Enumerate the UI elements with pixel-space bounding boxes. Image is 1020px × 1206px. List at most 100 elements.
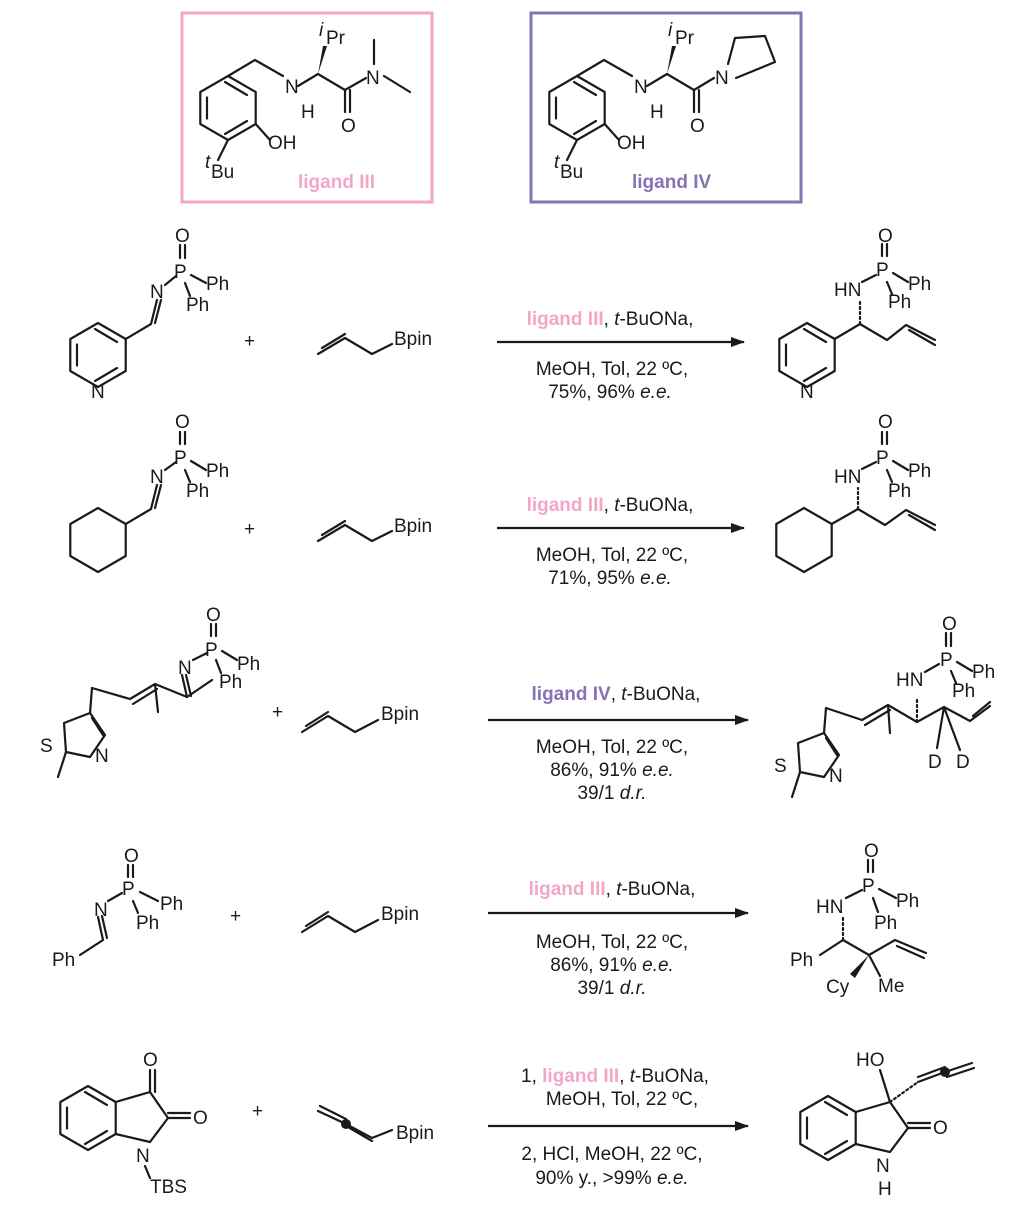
atom-OH: OH <box>268 133 297 154</box>
atom-N: N <box>150 467 164 488</box>
reagent-allyl-bpin: Bpin <box>316 329 432 356</box>
product-5: O N H HO <box>799 1050 976 1200</box>
atom-N: N <box>876 1156 890 1177</box>
atom-Ph-2: Ph <box>186 295 209 316</box>
reaction-3: S N N P O Ph Ph + Bpin ligand IV, t-BuON… <box>40 605 995 804</box>
reactant-4-imine: Ph N P O Ph Ph <box>52 846 183 971</box>
reagent-allyl-bpin: Bpin <box>316 516 432 543</box>
atom-O: O <box>143 1050 158 1071</box>
conditions-step1: 1, ligand III, t-BuONa, <box>521 1066 709 1087</box>
conditions-yield: 90% y., >99% e.e. <box>535 1168 688 1189</box>
atom-N: N <box>150 282 164 303</box>
atom-HN: HN <box>834 280 861 301</box>
reactant-3-thiazole-imine: S N N P O Ph Ph <box>40 605 260 779</box>
atom-O: O <box>341 116 356 137</box>
atom-Ph: Ph <box>237 654 260 675</box>
atom-N: N <box>94 900 108 921</box>
atom-O: O <box>206 605 221 626</box>
conditions-solvent: MeOH, Tol, 22 ºC, <box>546 1089 698 1110</box>
atom-HN: HN <box>816 897 843 918</box>
atom-Ph-3: Ph <box>874 913 897 934</box>
allene-center-dot <box>341 1119 351 1129</box>
product-3: S N D D HN P O Ph Ph <box>774 614 995 799</box>
atom-P: P <box>174 448 187 469</box>
atom-O: O <box>690 116 705 137</box>
atom-OH: OH <box>617 133 646 154</box>
reaction-4: Ph N P O Ph Ph + Bpin ligand III, t-BuON… <box>52 841 928 999</box>
atom-H: H <box>878 1179 892 1200</box>
atom-Ph: Ph <box>52 950 75 971</box>
atom-tBu: Bu <box>211 162 234 183</box>
plus-sign: + <box>244 519 255 540</box>
atom-TBS: TBS <box>150 1177 187 1198</box>
atom-O-2: O <box>193 1108 208 1129</box>
conditions-solvent: MeOH, Tol, 22 ºC, <box>536 932 688 953</box>
conditions-top: ligand III, t-BuONa, <box>529 879 696 900</box>
atom-HO: HO <box>856 1050 885 1071</box>
atom-Bpin: Bpin <box>394 329 432 350</box>
atom-tBu-prefix: t <box>554 152 560 173</box>
atom-Ph-2: Ph <box>186 481 209 502</box>
reactant-1-imine: N N P O Ph Ph <box>69 226 229 403</box>
ligand-iii-structure: N H i Pr O N OH t Bu <box>199 20 412 183</box>
atom-Ph: Ph <box>972 662 995 683</box>
ligand-iii-frame <box>180 11 434 204</box>
atom-S: S <box>774 756 787 777</box>
atom-O: O <box>933 1118 948 1139</box>
atom-N: N <box>95 746 109 767</box>
plus-sign: + <box>244 331 255 352</box>
atom-Ph: Ph <box>908 274 931 295</box>
atom-Ph-2: Ph <box>952 681 975 702</box>
conditions-solvent: MeOH, Tol, 22 ºC, <box>536 359 688 380</box>
atom-HN: HN <box>896 670 923 691</box>
atom-P: P <box>122 879 135 900</box>
plus-sign: + <box>252 1101 263 1122</box>
atom-Ph-2: Ph <box>888 292 911 313</box>
atom-H: H <box>301 102 315 123</box>
atom-Ph: Ph <box>790 950 813 971</box>
atom-Bpin: Bpin <box>396 1123 434 1144</box>
reactant-5-isatin: O O N TBS <box>59 1050 208 1198</box>
reagent-allenyl-bpin: Bpin <box>316 1104 434 1144</box>
conditions-yield: 75%, 96% e.e. <box>548 382 672 403</box>
atom-O: O <box>864 841 879 862</box>
atom-P: P <box>205 640 218 661</box>
atom-Me: Me <box>878 976 904 997</box>
atom-Cy: Cy <box>826 977 850 998</box>
atom-N-pyridine: N <box>91 382 105 403</box>
conditions-step2: 2, HCl, MeOH, 22 ºC, <box>521 1144 702 1165</box>
atom-Ph-2: Ph <box>219 672 242 693</box>
atom-O: O <box>175 226 190 247</box>
plus-sign: + <box>230 906 241 927</box>
atom-O: O <box>878 412 893 433</box>
atom-N-pyrrolidine: N <box>715 68 729 89</box>
atom-P: P <box>940 650 953 671</box>
ligand-iii-box: N H i Pr O N OH t Bu ligand III <box>180 11 434 204</box>
conditions-top: ligand III, t-BuONa, <box>527 495 694 516</box>
allene-center-dot <box>940 1067 950 1077</box>
atom-H: H <box>650 102 664 123</box>
atom-Ph: Ph <box>206 461 229 482</box>
atom-Ph-3: Ph <box>136 913 159 934</box>
atom-O: O <box>942 614 957 635</box>
conditions-top: ligand IV, t-BuONa, <box>532 684 701 705</box>
ligand-iv-structure: N H i Pr O N OH t Bu <box>548 20 777 183</box>
atom-O: O <box>878 226 893 247</box>
atom-D-2: D <box>956 752 970 773</box>
atom-tBu-prefix: t <box>205 152 211 173</box>
conditions-dr: 39/1 d.r. <box>577 978 646 999</box>
atom-Ph-2: Ph <box>896 891 919 912</box>
atom-HN: HN <box>834 467 861 488</box>
ligand-iii-label: ligand III <box>298 172 375 193</box>
reactant-2-imine: N P O Ph Ph <box>69 412 229 574</box>
reagent-allyl-bpin: Bpin <box>300 904 419 934</box>
atom-Ph-2: Ph <box>160 894 183 915</box>
atom-tBu: Bu <box>560 162 583 183</box>
product-1: N HN P O Ph Ph <box>778 226 937 403</box>
atom-Ph: Ph <box>206 274 229 295</box>
atom-O: O <box>124 846 139 867</box>
product-4: Ph Cy Me HN P O Ph Ph <box>790 841 928 998</box>
reagent-allyl-bpin: Bpin <box>300 704 419 734</box>
ligand-iv-box: N H i Pr O N OH t Bu ligand IV <box>529 11 803 204</box>
